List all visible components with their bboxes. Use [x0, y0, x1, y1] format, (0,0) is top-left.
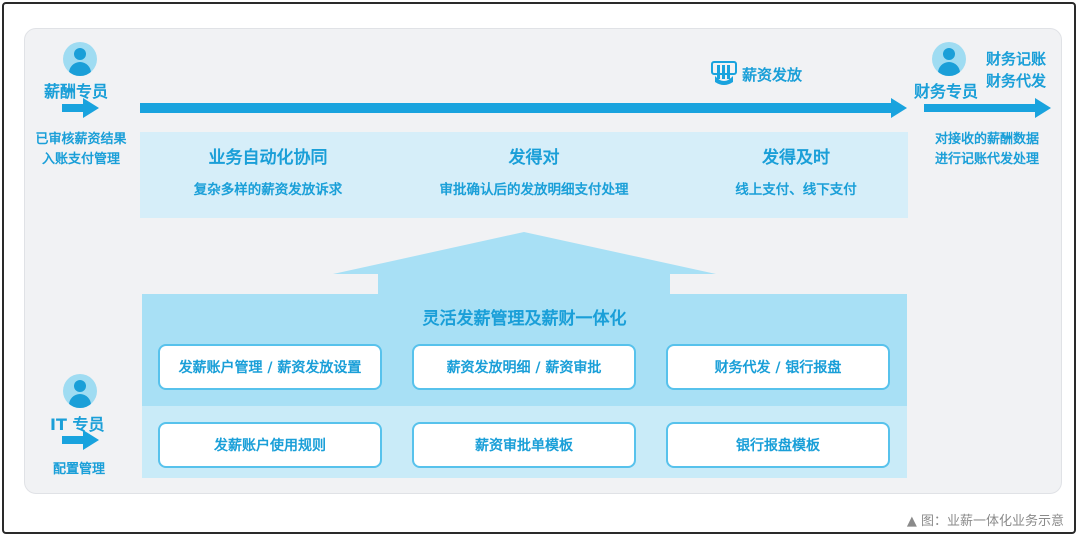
finance-task-accounting: 财务记账: [986, 50, 1047, 68]
payment-hand-icon: [710, 60, 738, 86]
benefit-sub: 线上支付、线下支付: [735, 182, 857, 198]
benefit-sub: 审批确认后的发放明细支付处理: [439, 182, 629, 198]
payroll-specialist-avatar-icon: [63, 42, 97, 76]
finance-desc-line2: 进行记账代发处理: [934, 152, 1039, 167]
finance-tasks: 财务记账 财务代发: [986, 48, 1046, 92]
payroll-arrow-icon: [83, 98, 99, 118]
benefit-title: 发得及时: [762, 148, 830, 168]
benefit-title: 发得对: [508, 148, 560, 168]
benefit-timeliness: 发得及时 线上支付、线下支付: [668, 144, 924, 202]
main-flow-arrow-icon: [891, 98, 907, 118]
card-payment-approval: 薪资发放明细 / 薪资审批: [412, 344, 636, 390]
benefit-automation: 业务自动化协同 复杂多样的薪资发放诉求: [140, 144, 396, 202]
it-desc: 配置管理: [52, 462, 105, 477]
card-approval-template: 薪资审批单模板: [412, 422, 636, 468]
finance-task-payment: 财务代发: [986, 72, 1047, 90]
card-account-rules: 发薪账户使用规则: [158, 422, 382, 468]
figure-caption: ▲ 图：业薪一体化业务示意: [906, 514, 1064, 529]
benefit-accuracy: 发得对 审批确认后的发放明细支付处理: [406, 144, 662, 202]
main-flow-arrow-shaft: [140, 103, 892, 113]
flow-label: 薪资发放: [742, 66, 803, 84]
finance-arrow-shaft: [924, 104, 1036, 112]
benefits-band: [140, 132, 908, 218]
it-arrow-shaft: [62, 436, 84, 444]
finance-specialist-label: 财务专员: [914, 82, 979, 101]
it-arrow-icon: [83, 430, 99, 450]
finance-desc-line1: 对接收的薪酬数据: [934, 132, 1039, 147]
card-account-settings: 发薪账户管理 / 薪资发放设置: [158, 344, 382, 390]
card-finance-bank: 财务代发 / 银行报盘: [666, 344, 890, 390]
payroll-desc-line2: 入账支付管理: [41, 152, 120, 167]
benefit-sub: 复杂多样的薪资发放诉求: [193, 182, 343, 198]
payroll-arrow-shaft: [62, 104, 84, 112]
platform-title: 灵活发薪管理及薪财一体化: [422, 309, 627, 329]
it-specialist-label: IT 专员: [50, 415, 105, 434]
payroll-specialist-label: 薪酬专员: [44, 82, 109, 101]
benefit-title: 业务自动化协同: [208, 148, 328, 168]
it-specialist-avatar-icon: [63, 374, 97, 408]
finance-arrow-icon: [1035, 98, 1051, 118]
card-bank-template: 银行报盘模板: [666, 422, 890, 468]
upward-arrow-icon: [333, 232, 716, 296]
payroll-desc-line1: 已审核薪资结果: [35, 132, 127, 147]
finance-specialist-avatar-icon: [932, 42, 966, 76]
